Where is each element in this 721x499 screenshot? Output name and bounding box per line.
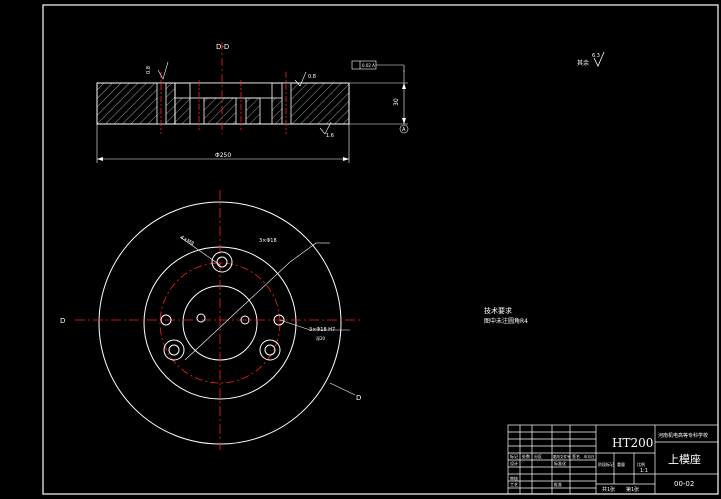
holes [160,251,285,361]
counterbore-hole-top [211,251,233,273]
outer-border [42,4,719,495]
weight-label: 重量 [617,461,625,467]
pin-hole-right [240,315,250,325]
row-label-change: 更改文件号 [553,454,571,459]
row-label-date: 年月日 [584,454,595,459]
roughness-note: 其余 [577,59,589,67]
roughness-value: 6.3 [592,53,600,59]
section-marker-left: D [60,317,65,325]
row-label-sign: 签名 [572,453,580,459]
dim-chamfer-right: 0.8 [308,74,316,80]
row-label-zone: 分区 [534,453,542,459]
hole-callout-2: 3×Φ18 [259,238,277,244]
roughness-symbol [593,51,605,67]
dim-overall-diameter: Φ250 [215,152,231,159]
section-marker-right: D [356,394,361,402]
sheet-total: 共1张 [602,486,615,493]
scale-value: 1:1 [640,468,648,474]
pin-hole-left [196,313,206,323]
row-label-count: 处数 [522,453,530,459]
dim-chamfer: 0.8 [146,66,152,74]
hole-depth: 深20 [316,335,326,341]
counterbore-hole-left [163,339,185,361]
hole-callout-1: 4×M8 [179,235,195,248]
std-label: 标准化 [554,460,566,466]
plan-view [75,190,360,450]
section-label: D-D [216,43,229,51]
hole-callout-3: 3×Φ18 H7 [309,327,335,333]
craft-label: 工艺 [510,482,518,487]
drawing-number: 00-02 [674,480,694,488]
tolerance-frame: 0.02 A [362,63,375,68]
section-dimensions: Φ250 30 0.02 A A 0.8 0.8 1.6 [96,60,409,163]
row-label-mark: 标记 [510,453,518,459]
material: HT200 [612,436,653,450]
design-label: 设计 [510,460,518,466]
stage-label: 阶段标记 [598,461,614,467]
tech-req-line1: 图中未注圆角R4 [484,317,528,325]
tech-req-title: 技术要求 [484,306,512,315]
approve-label: 批准 [554,481,562,487]
dim-thickness: 30 [393,98,400,106]
bolt-hole-right [273,314,285,326]
counterbore-hole-right [259,339,281,361]
scale-label: 比例 [637,461,645,467]
section-view [96,42,350,134]
school-name: 河南机电高等专科学校 [658,432,708,439]
part-name: 上模座 [668,452,701,466]
sheet-index: 第1张 [626,486,639,493]
review-label: 审核 [510,475,518,481]
dim-surface-finish: 1.6 [326,133,334,139]
bolt-hole-left [160,314,172,326]
title-block [507,424,719,495]
datum-label: A [402,127,406,133]
